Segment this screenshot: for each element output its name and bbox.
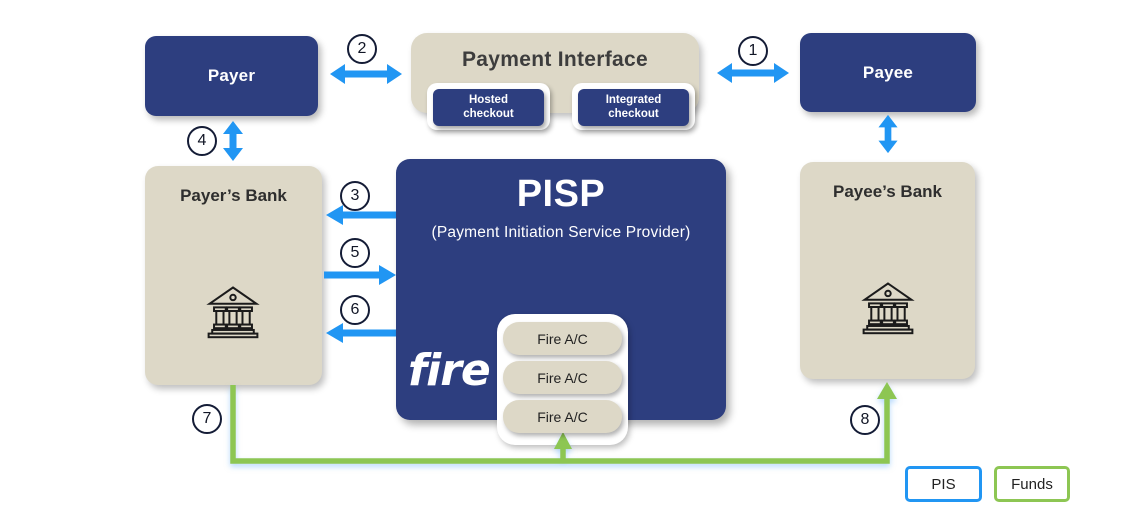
arrow-pisp-to-payerbank-3 <box>326 205 398 225</box>
hosted-checkout-box: Hosted checkout <box>433 89 544 126</box>
arrow-payer-payerbank <box>223 121 243 161</box>
payment-interface-title: Payment Interface <box>461 48 648 71</box>
arrow-pisp-to-payerbank-6 <box>326 323 398 343</box>
payer-box: Payer <box>145 36 318 116</box>
fire-account-box: Fire A/C <box>503 361 622 394</box>
integrated-checkout-label: Integrated checkout <box>605 93 662 120</box>
step-circle-2: 2 <box>347 34 377 64</box>
payee-bank-box: Payee’s Bank <box>800 162 975 379</box>
legend-pis-label: PIS <box>931 475 956 493</box>
legend-funds-label: Funds <box>1011 475 1053 493</box>
arrow-payerbank-to-pisp-5 <box>324 265 396 285</box>
fire-account-label: Fire A/C <box>537 408 588 425</box>
arrow-payer-interface <box>330 64 402 84</box>
payer-label: Payer <box>207 66 256 85</box>
hosted-checkout-label: Hosted checkout <box>463 93 514 120</box>
payee-box: Payee <box>800 33 976 112</box>
payee-bank-label: Payee’s Bank <box>833 182 942 201</box>
step-circle-1: 1 <box>738 36 768 66</box>
step-number: 2 <box>357 40 367 57</box>
step-circle-7: 7 <box>192 404 222 434</box>
payee-label: Payee <box>862 62 914 82</box>
step-circle-3: 3 <box>340 181 370 211</box>
step-number: 7 <box>202 410 212 427</box>
legend-funds-box: Funds <box>994 466 1070 502</box>
payer-bank-icon <box>206 286 260 339</box>
step-number: 8 <box>860 411 870 428</box>
fire-account-label: Fire A/C <box>537 369 588 386</box>
fire-account-box: Fire A/C <box>503 322 622 355</box>
step-number: 6 <box>350 301 360 318</box>
arrow-interface-payee <box>717 63 789 83</box>
integrated-checkout-box: Integrated checkout <box>578 89 689 126</box>
step-circle-8: 8 <box>850 405 880 435</box>
pisp-title: PISP <box>516 173 606 215</box>
step-number: 1 <box>748 42 758 59</box>
step-circle-5: 5 <box>340 238 370 268</box>
legend-pis-box: PIS <box>905 466 982 502</box>
arrow-payee-payeebank <box>878 114 898 154</box>
step-number: 3 <box>350 187 360 204</box>
step-circle-6: 6 <box>340 295 370 325</box>
fire-logo: fire <box>408 345 491 396</box>
payer-bank-box: Payer’s Bank <box>145 166 322 385</box>
fire-account-label: Fire A/C <box>537 330 588 347</box>
pisp-subtitle: (Payment Initiation Service Provider) <box>431 224 691 241</box>
step-circle-4: 4 <box>187 126 217 156</box>
step-number: 5 <box>350 244 360 261</box>
payee-bank-icon <box>861 282 915 335</box>
step-number: 4 <box>197 132 207 149</box>
payer-bank-label: Payer’s Bank <box>180 186 287 205</box>
fire-account-box: Fire A/C <box>503 400 622 433</box>
